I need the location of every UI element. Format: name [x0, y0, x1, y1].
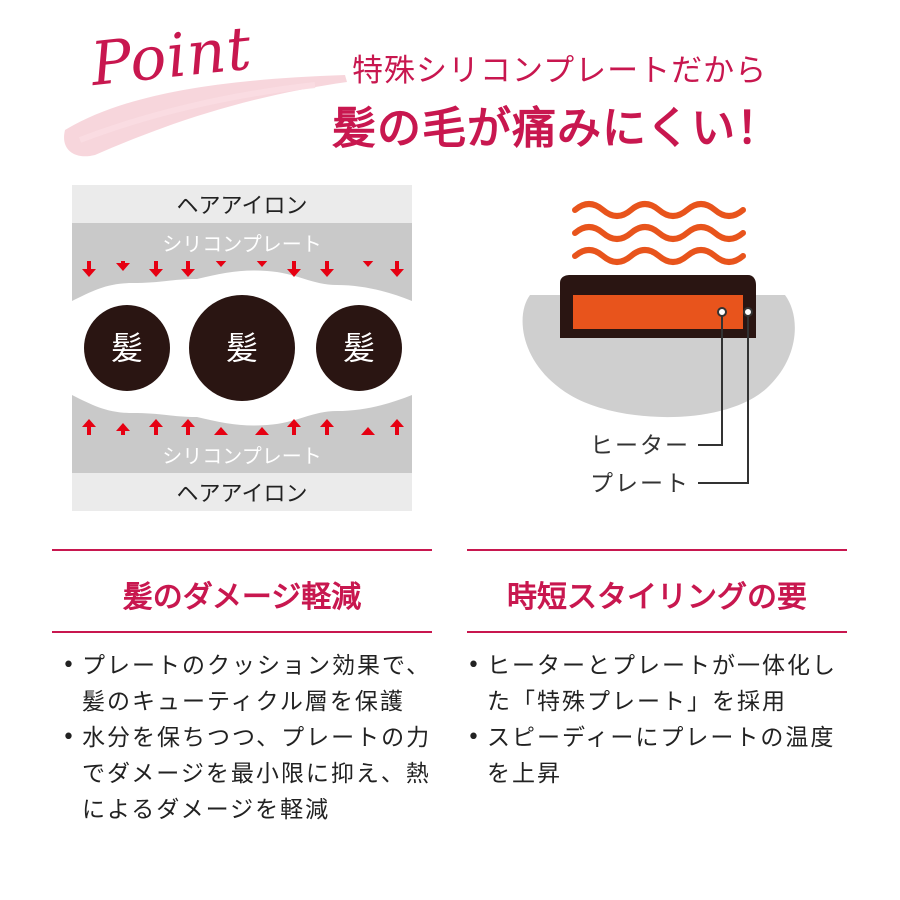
styling-bullet-list: ヒーターとプレートが一体化した「特殊プレート」を採用 スピーディーにプレートの温…	[467, 648, 857, 792]
heater-shape	[573, 295, 743, 329]
bullet-item: 水分を保ちつつ、プレートの力でダメージを最小限に抑え、熱によるダメージを軽減	[62, 720, 442, 828]
down-arrow-icon	[116, 261, 130, 271]
silicone-plate-label-top: シリコンプレート	[162, 231, 322, 256]
plate-marker-dot	[743, 307, 753, 317]
up-arrow-icon	[390, 419, 404, 435]
hair-iron-label-bottom: ヘアアイロン	[176, 482, 308, 507]
bullet-item: プレートのクッション効果で、髪のキューティクル層を保護	[62, 648, 442, 720]
down-arrow-icon	[256, 261, 268, 267]
up-arrow-icon	[181, 419, 195, 435]
hair-iron-band-top: ヘアアイロン	[72, 185, 412, 223]
up-arrow-icon	[214, 427, 228, 435]
hair-label: 髪	[343, 329, 375, 367]
up-arrow-icon	[361, 427, 375, 435]
damage-bullet-list: プレートのクッション効果で、髪のキューティクル層を保護 水分を保ちつつ、プレート…	[62, 648, 442, 828]
hair-strand-circle: 髪	[189, 295, 295, 401]
hair-compression-graphic: 髪 髪 髪	[72, 261, 412, 435]
bullet-item: ヒーターとプレートが一体化した「特殊プレート」を採用	[467, 648, 857, 720]
up-arrow-icon	[255, 427, 269, 435]
down-arrow-icon	[320, 261, 334, 277]
heater-marker-dot	[717, 307, 727, 317]
main-headline: 髪の毛が痛みにくい！	[332, 103, 782, 154]
heat-wave-icon	[572, 201, 746, 265]
hair-strand-circle: 髪	[316, 305, 402, 391]
up-arrow-icon	[287, 419, 301, 435]
down-arrow-icon	[82, 261, 96, 277]
hair-label: 髪	[226, 329, 258, 367]
brush-stroke-decoration	[64, 75, 348, 157]
down-arrow-icon	[181, 261, 195, 277]
label-leader-lines	[698, 312, 749, 484]
hair-iron-label-top: ヘアアイロン	[176, 194, 308, 219]
section-title-styling: 時短スタイリングの要	[507, 580, 807, 615]
section-rule-bottom	[467, 631, 847, 633]
down-arrow-icons	[82, 261, 404, 277]
section-rule-top	[467, 549, 847, 551]
down-arrow-icon	[215, 261, 227, 267]
up-arrow-icon	[82, 419, 96, 435]
down-arrow-icon	[287, 261, 301, 277]
down-arrow-icon	[149, 261, 163, 277]
hair-compression-diagram: ヘアアイロン シリコンプレート 髪 髪 髪	[72, 185, 412, 511]
bullet-item: スピーディーにプレートの温度を上昇	[467, 720, 857, 792]
plate-label: プレート	[590, 471, 690, 497]
up-arrow-icon	[149, 419, 163, 435]
up-arrow-icon	[320, 419, 334, 435]
down-arrow-icon	[390, 261, 404, 277]
up-arrow-icons	[82, 419, 404, 435]
up-arrow-icon	[116, 423, 130, 435]
sub-headline: 特殊シリコンプレートだから	[352, 53, 768, 89]
silicone-plate-band-top: シリコンプレート	[72, 223, 412, 261]
section-title-damage: 髪のダメージ軽減	[122, 580, 362, 615]
down-arrow-icon	[362, 261, 374, 267]
hair-iron-band-bottom: ヘアアイロン	[72, 473, 412, 511]
silicone-plate-label-bottom: シリコンプレート	[162, 443, 322, 468]
heater-label: ヒーター	[590, 433, 690, 459]
hair-strand-circle: 髪	[84, 305, 170, 391]
section-rule-bottom	[52, 631, 432, 633]
silicone-plate-band-bottom: シリコンプレート	[72, 435, 412, 473]
heater-plate-diagram: ヒーター プレート	[522, 201, 795, 497]
hair-label: 髪	[111, 329, 143, 367]
section-rule-top	[52, 549, 432, 551]
